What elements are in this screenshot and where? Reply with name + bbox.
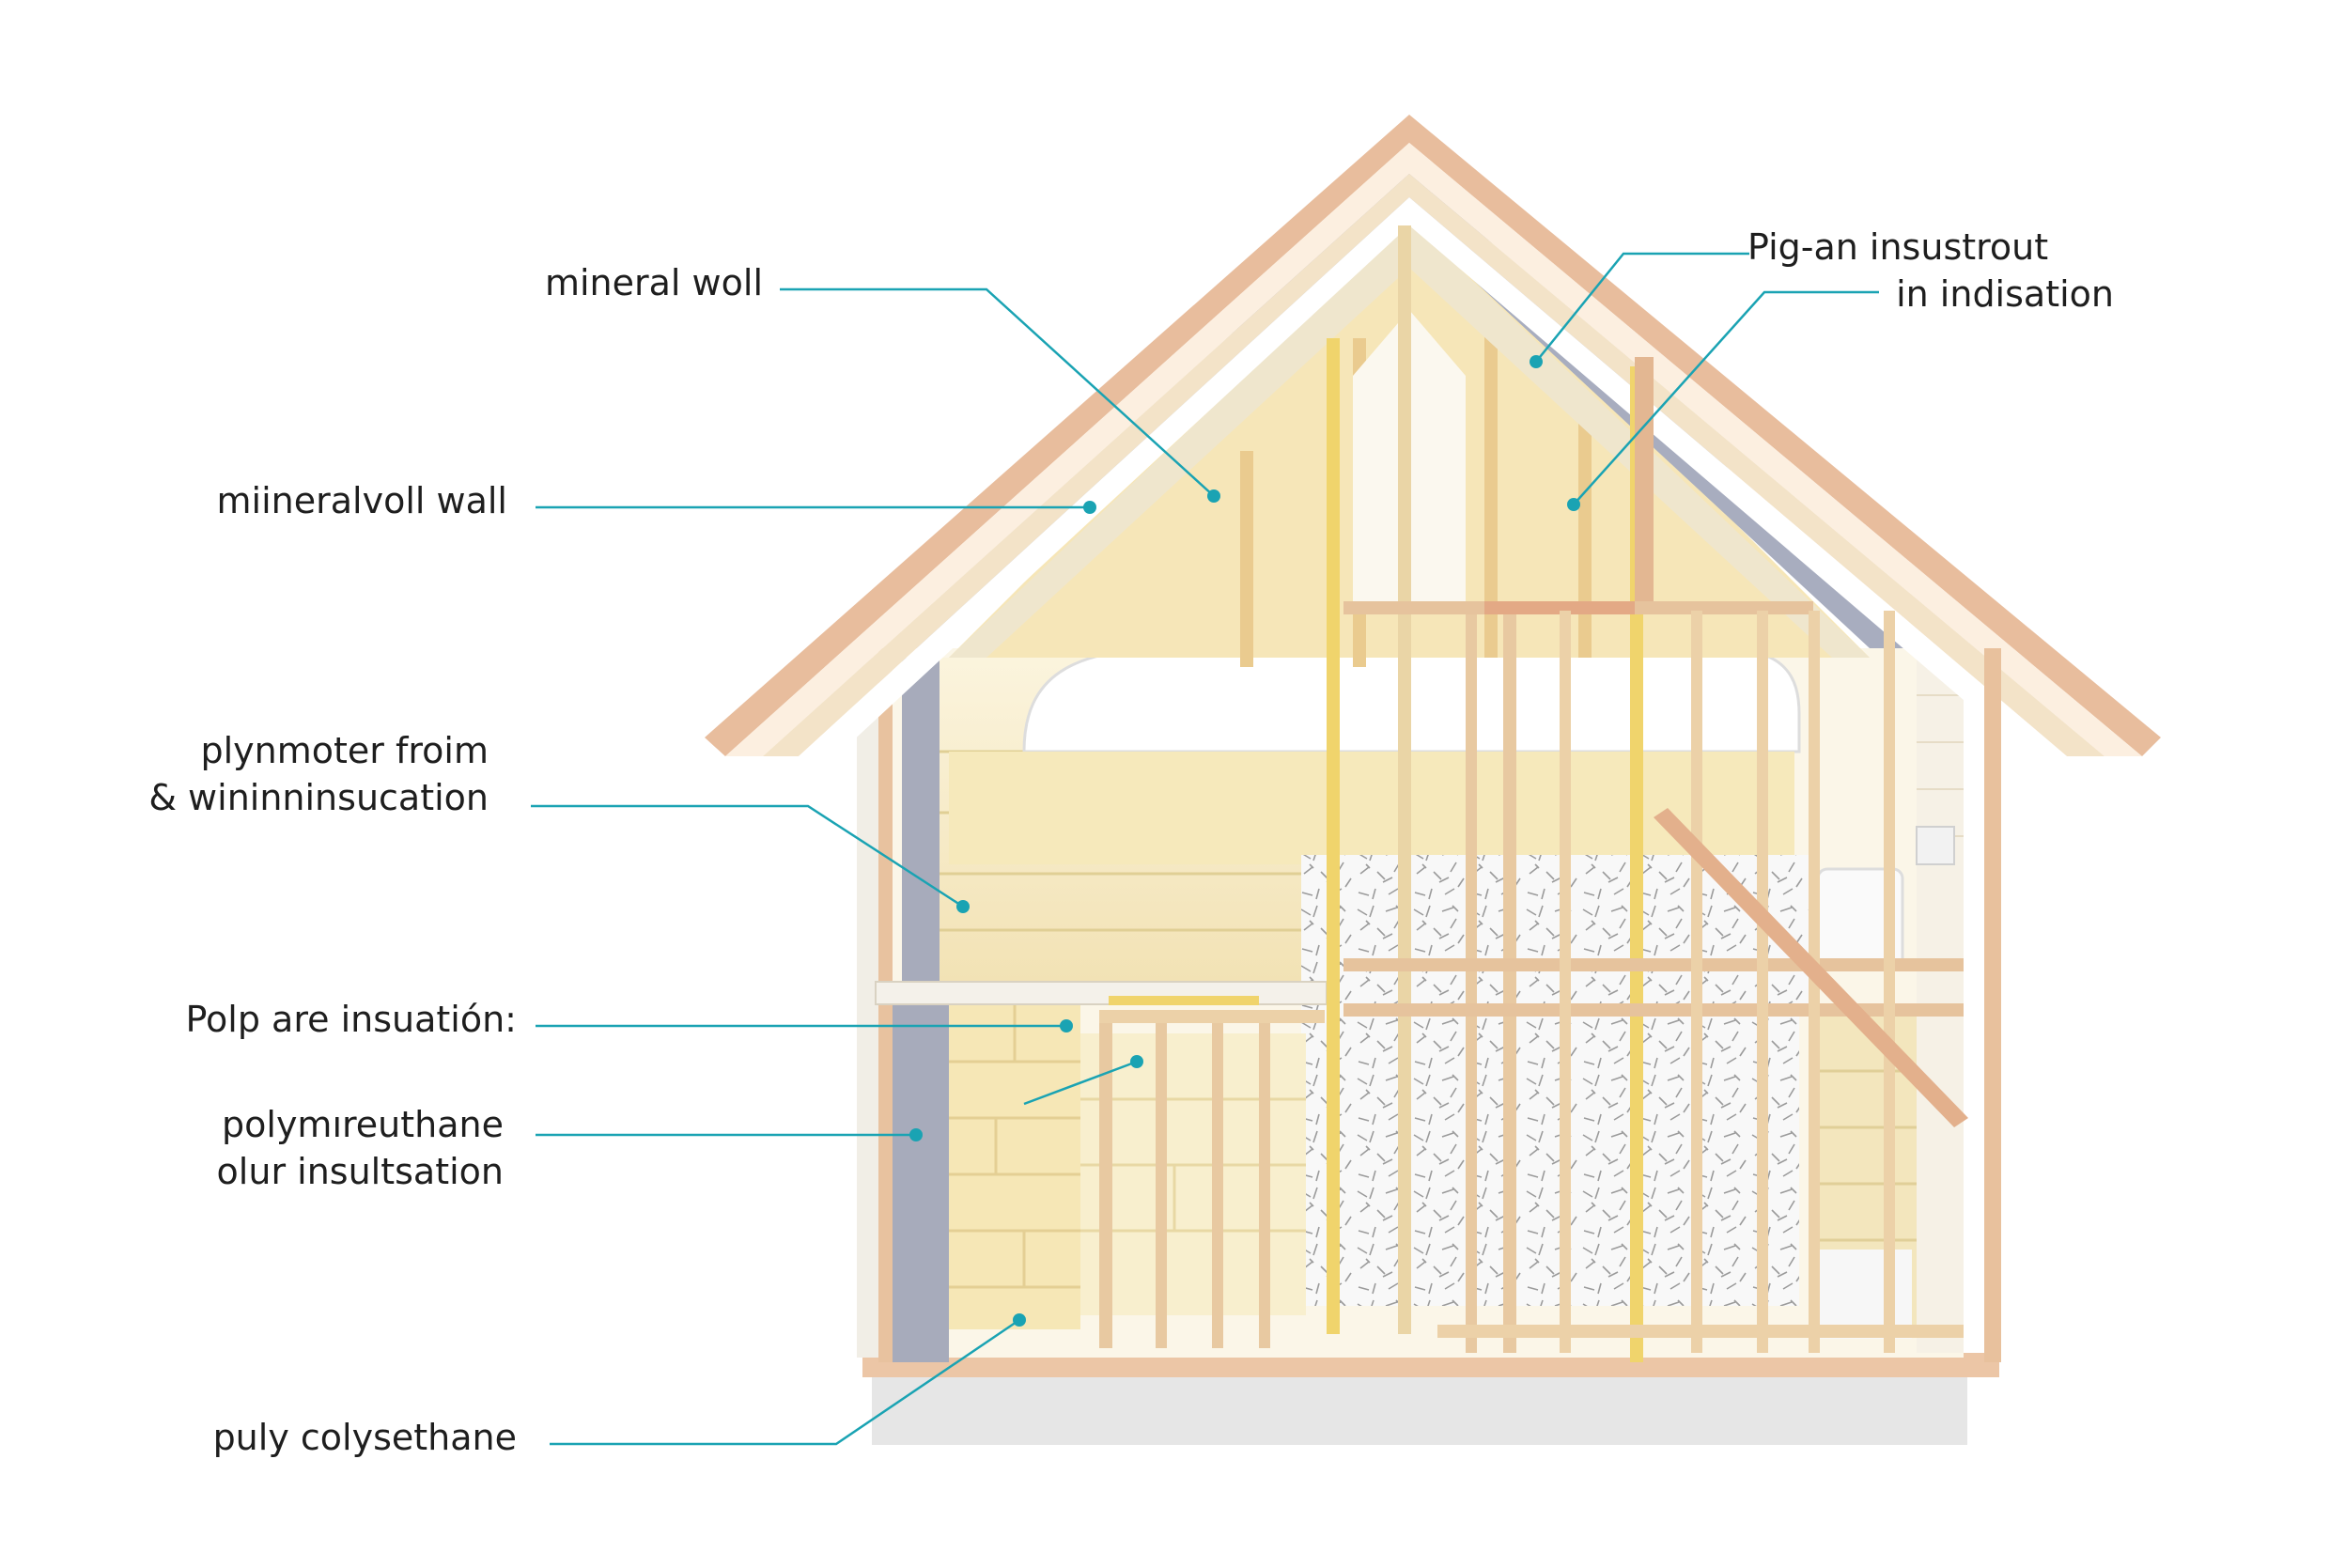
label-mineralvoll-wall: miineralvoll wall bbox=[216, 480, 507, 521]
left-wall-grey-layer bbox=[883, 1005, 949, 1362]
label-mineral-wool: mineral woll bbox=[544, 262, 763, 303]
right-outer-trim bbox=[1984, 648, 2001, 1362]
right-fixture bbox=[1916, 826, 1955, 865]
floor-slab bbox=[872, 1372, 1967, 1445]
label-polymireuthane-line2: olur insultsation bbox=[216, 1151, 504, 1192]
label-pig-an: Pig-an insustrout in indisation bbox=[1747, 224, 2133, 318]
callout-dot-icon bbox=[1083, 501, 1096, 514]
label-polymireuthane-line1: polymıreuthane bbox=[222, 1104, 504, 1145]
label-pig-an-line2: in indisation bbox=[1896, 273, 2114, 315]
leader-mineral-wool bbox=[780, 287, 1215, 497]
leader-puly bbox=[550, 1318, 1020, 1446]
loose-fill-lower bbox=[1301, 1015, 1799, 1306]
leader-lines bbox=[531, 252, 1879, 1446]
callout-dot-icon bbox=[1207, 489, 1220, 503]
label-plynmoter-line1: plynmoter froim bbox=[200, 730, 489, 771]
block-lines-right bbox=[1813, 1069, 1917, 1242]
upper-left-grey bbox=[902, 658, 940, 986]
callout-dot-icon bbox=[1013, 1313, 1026, 1327]
callout-dot-icon bbox=[1060, 1019, 1073, 1032]
attic-pillow-insulation bbox=[1022, 646, 1801, 753]
callout-dot-icon bbox=[1567, 498, 1580, 511]
label-plynmoter: plynmoter froim & wininninsucation bbox=[113, 727, 489, 821]
callout-dot-icon bbox=[1130, 1055, 1143, 1068]
leader-pig-an-1 bbox=[1535, 252, 1749, 363]
label-polymireuthane: polymıreuthane olur insultsation bbox=[141, 1101, 504, 1195]
callout-dot-icon bbox=[956, 900, 970, 913]
leader-pig-an-2 bbox=[1573, 290, 1879, 505]
callout-dot-icon bbox=[1530, 355, 1543, 368]
lower-mid-blocks bbox=[1080, 1033, 1306, 1315]
leader-dots bbox=[909, 355, 1580, 1327]
label-pig-an-line1: Pig-an insustrout bbox=[1747, 226, 2049, 268]
block-lines-left bbox=[949, 1005, 1080, 1289]
label-polp: Polp are insuatión: bbox=[185, 999, 517, 1040]
leader-plynmoter bbox=[531, 804, 964, 908]
callout-dot-icon bbox=[909, 1128, 923, 1141]
label-plynmoter-line2: & wininninsucation bbox=[148, 777, 489, 818]
attic-yellow-band bbox=[949, 752, 1794, 864]
timber-framing bbox=[1099, 225, 1968, 1362]
leader-polymireuthane-a bbox=[1023, 1060, 1138, 1106]
right-white-block-low bbox=[1818, 1250, 1912, 1339]
label-puly: puly colysethane bbox=[212, 1417, 517, 1458]
